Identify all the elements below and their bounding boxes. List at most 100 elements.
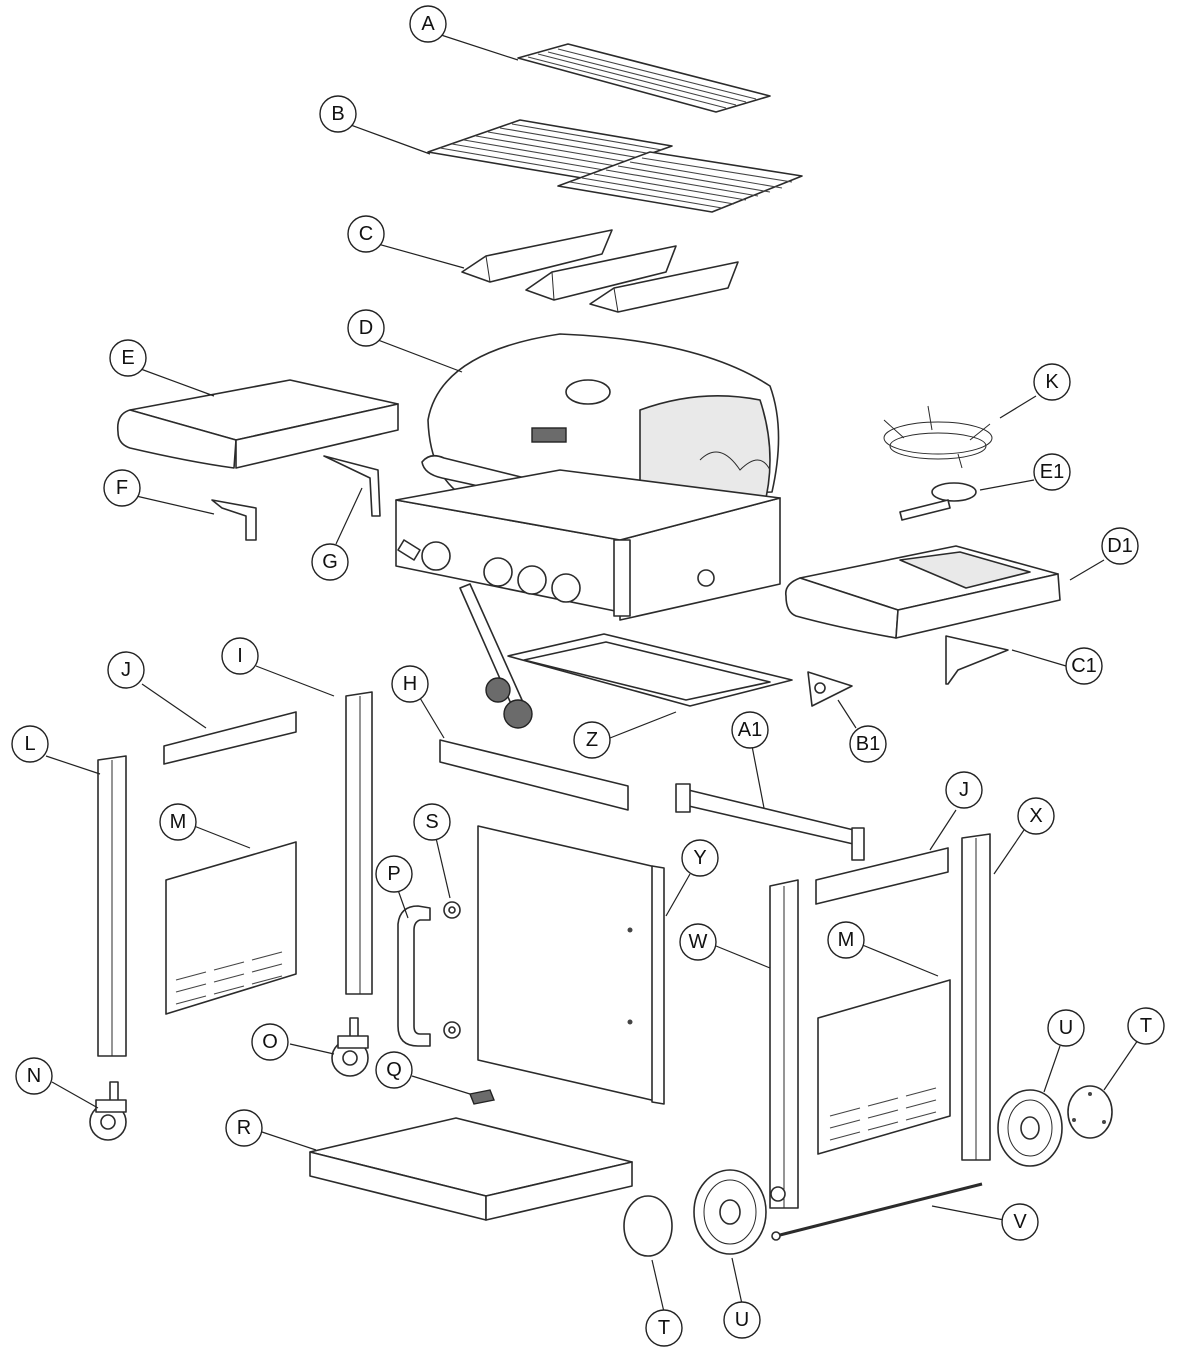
callout-t-front-text: T xyxy=(658,1317,670,1339)
callout-e: E xyxy=(109,339,147,377)
callout-v: V xyxy=(1001,1203,1039,1241)
callout-n: N xyxy=(15,1057,53,1095)
callout-e-text: E xyxy=(121,347,134,369)
callout-a1: A1 xyxy=(731,711,769,749)
callout-e1-text: E1 xyxy=(1040,461,1064,483)
callout-u-rear-text: U xyxy=(1059,1017,1073,1039)
callout-k-text: K xyxy=(1045,371,1059,393)
wheel-u-front xyxy=(693,1169,767,1255)
callout-j-left: J xyxy=(107,651,145,689)
door-handle xyxy=(397,905,431,1047)
warming-rack xyxy=(517,43,771,113)
callout-x: X xyxy=(1017,797,1055,835)
callout-g-text: G xyxy=(322,551,338,573)
callout-t-rear: T xyxy=(1127,1007,1165,1045)
callout-d1: D1 xyxy=(1101,527,1139,565)
leg-i xyxy=(345,691,373,995)
callout-c1-text: C1 xyxy=(1071,655,1097,677)
callout-b1-text: B1 xyxy=(856,733,880,755)
callout-s-text: S xyxy=(425,811,438,833)
callout-j-left-text: J xyxy=(121,659,131,681)
callout-z-text: Z xyxy=(586,729,598,751)
flame-tamer-3 xyxy=(589,261,739,313)
callout-o-text: O xyxy=(262,1031,278,1053)
callout-e1: E1 xyxy=(1033,453,1071,491)
wheel-u-rear xyxy=(997,1089,1063,1167)
cooking-grate-left xyxy=(427,119,673,179)
callout-c: C xyxy=(347,215,385,253)
shelf-bracket-g xyxy=(323,455,381,517)
callout-w: W xyxy=(679,923,717,961)
callout-r: R xyxy=(225,1109,263,1147)
callout-m-right: M xyxy=(827,921,865,959)
callout-u-front-text: U xyxy=(735,1309,749,1331)
door-catch xyxy=(469,1089,495,1105)
grill-head xyxy=(395,333,781,729)
bracket-b1 xyxy=(807,671,853,707)
callout-m-left: M xyxy=(159,803,197,841)
cross-rail-j-left xyxy=(163,711,297,765)
callout-m-left-text: M xyxy=(170,811,187,833)
callout-f-text: F xyxy=(116,477,128,499)
flame-tamer-2 xyxy=(525,245,677,301)
callout-z: Z xyxy=(573,721,611,759)
callout-p: P xyxy=(375,855,413,893)
callout-v-text: V xyxy=(1013,1211,1027,1233)
callout-y: Y xyxy=(681,839,719,877)
leg-w xyxy=(769,879,799,1209)
bottom-shelf xyxy=(309,1117,633,1221)
front-rail-a1 xyxy=(675,783,865,861)
callout-r-text: R xyxy=(237,1117,251,1139)
leg-l xyxy=(97,755,127,1057)
handle-spacer-top xyxy=(443,901,461,919)
callout-h-text: H xyxy=(403,673,417,695)
right-burner-shelf xyxy=(784,545,1061,639)
callout-o: O xyxy=(251,1023,289,1061)
callout-y-text: Y xyxy=(693,847,706,869)
left-side-shelf xyxy=(116,379,399,469)
callout-i: I xyxy=(221,637,259,675)
callout-c1: C1 xyxy=(1065,647,1103,685)
callout-d1-text: D1 xyxy=(1107,535,1133,557)
cooking-grate-right xyxy=(557,151,803,213)
parts-layer xyxy=(89,43,1113,1257)
handle-spacer-bottom xyxy=(443,1021,461,1039)
grease-tray xyxy=(507,633,793,707)
callout-d: D xyxy=(347,309,385,347)
hubcap-t-front xyxy=(623,1195,673,1257)
callout-a1-text: A1 xyxy=(738,719,762,741)
callout-j-right-text: J xyxy=(959,779,969,801)
callout-l-text: L xyxy=(24,733,35,755)
axle xyxy=(771,1182,983,1241)
callout-a-text: A xyxy=(421,13,435,35)
callout-labels: A B C D E F G K E1 D1 C1 B1 Z J I H L M … xyxy=(11,5,1165,1347)
callout-b-text: B xyxy=(331,103,344,125)
callout-b: B xyxy=(319,95,357,133)
callout-t-rear-text: T xyxy=(1140,1015,1152,1037)
cross-rail-j-right xyxy=(815,847,949,905)
callout-u-front: U xyxy=(723,1301,761,1339)
door-y xyxy=(477,825,665,1105)
callout-t-front: T xyxy=(645,1309,683,1347)
callout-n-text: N xyxy=(27,1065,41,1087)
callout-l: L xyxy=(11,725,49,763)
callout-g: G xyxy=(311,543,349,581)
callout-s: S xyxy=(413,803,451,841)
callout-d-text: D xyxy=(359,317,373,339)
shelf-bracket-f xyxy=(211,499,257,541)
back-rail-h xyxy=(439,739,629,811)
callout-h: H xyxy=(391,665,429,703)
flame-tamer-1 xyxy=(461,229,613,283)
hubcap-t-rear xyxy=(1067,1085,1113,1139)
callout-u-rear: U xyxy=(1047,1009,1085,1047)
caster-n xyxy=(89,1081,127,1141)
callout-q: Q xyxy=(375,1051,413,1089)
callout-b1: B1 xyxy=(849,725,887,763)
side-panel-m-left xyxy=(165,841,297,1015)
callout-k: K xyxy=(1033,363,1071,401)
callout-i-text: I xyxy=(237,645,243,667)
callout-m-right-text: M xyxy=(838,929,855,951)
callout-w-text: W xyxy=(689,931,708,953)
leader-lines xyxy=(45,33,1139,1313)
